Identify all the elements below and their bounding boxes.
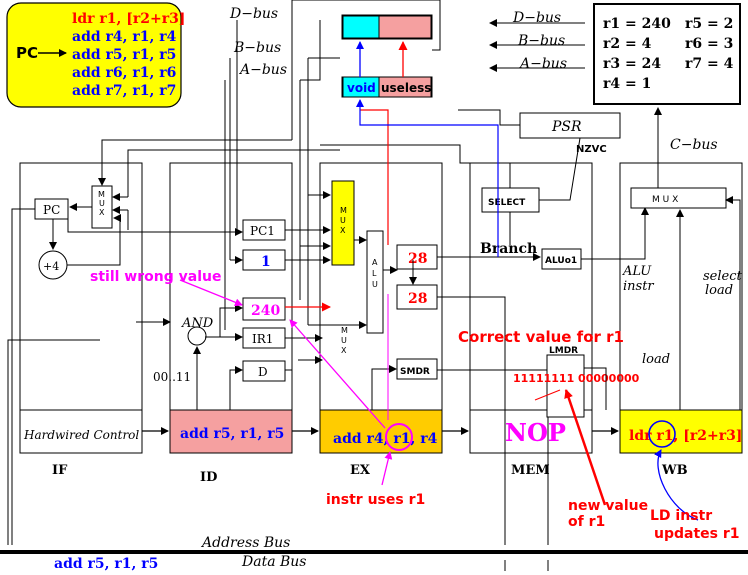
ir1-label: IR1 bbox=[252, 332, 273, 346]
alu-instr-label: ALU instr bbox=[622, 264, 655, 294]
wb-stage-label: WB bbox=[661, 463, 688, 478]
regfile-top: void useless bbox=[341, 14, 433, 98]
bus-outputs: D−bus B−bus A−bus C−bus bbox=[489, 10, 718, 153]
program-line: add r5, r1, r5 bbox=[72, 47, 176, 63]
mem-stage-internals: PSR NZVC SELECT ALUo1 Branch LMDR 111111… bbox=[320, 109, 649, 418]
bottom-instr: add r5, r1, r5 bbox=[54, 556, 158, 571]
c-bus-label: C−bus bbox=[670, 137, 718, 153]
mem-stage-label: MEM bbox=[511, 463, 550, 478]
reg-r6: r6 = 3 bbox=[685, 36, 733, 52]
correct-value-label: Correct value for r1 bbox=[458, 328, 624, 346]
d-bus-label-right: D−bus bbox=[512, 10, 561, 26]
id-instr-box bbox=[169, 409, 293, 454]
load-label: load bbox=[642, 352, 670, 367]
new-value-label: new value of r1 bbox=[568, 498, 653, 530]
const1-label: 1 bbox=[261, 254, 271, 270]
program-line: add r7, r1, r7 bbox=[72, 83, 176, 99]
void-label: void bbox=[347, 81, 376, 95]
program-line: add r4, r1, r4 bbox=[72, 29, 177, 45]
ld-instr-label: LD instr updates r1 bbox=[650, 508, 740, 542]
b-bus-label-right: B−bus bbox=[517, 33, 565, 49]
a-bus-label-right: A−bus bbox=[518, 56, 567, 72]
lmdr-label: LMDR bbox=[549, 346, 578, 356]
if-stage-label: IF bbox=[52, 463, 68, 478]
smdr-label: SMDR bbox=[400, 367, 430, 377]
data-bus-label: Data Bus bbox=[241, 554, 306, 570]
id-instr: add r5, r1, r5 bbox=[180, 426, 284, 442]
reg-r7: r7 = 4 bbox=[685, 56, 734, 72]
reg-r5: r5 = 2 bbox=[685, 16, 733, 32]
reg240-label: 240 bbox=[251, 303, 280, 319]
id-stage-internals: PC1 1 240 IR1 D AND 00..11 bbox=[153, 0, 331, 410]
reg-r4: r4 = 1 bbox=[603, 76, 651, 92]
address-bus-label: Address Bus bbox=[200, 535, 290, 551]
wb-r1-highlight bbox=[648, 420, 676, 448]
b-bus-label: B−bus bbox=[233, 40, 281, 56]
top-wiring bbox=[292, 0, 441, 81]
pc-register-label: PC bbox=[43, 203, 60, 217]
bits-label: 11111111 00000000 bbox=[513, 372, 640, 385]
d-bus-label: D−bus bbox=[229, 6, 278, 22]
id-stage-label: ID bbox=[200, 470, 217, 485]
hardwired-control-label: Hardwired Control bbox=[23, 428, 139, 442]
instr-uses-label: instr uses r1 bbox=[326, 492, 425, 508]
register-values-box: r1 = 240 r2 = 4 r3 = 24 r4 = 1 r5 = 2 r6… bbox=[593, 3, 741, 105]
select-load-label: select load bbox=[703, 269, 746, 298]
branch-label: Branch bbox=[480, 241, 537, 257]
still-wrong-label: still wrong value bbox=[90, 269, 221, 285]
useless-label: useless bbox=[381, 81, 431, 95]
d-register-label: D bbox=[258, 365, 268, 379]
wb-instr: ldr r1, [r2+r3] bbox=[629, 428, 742, 444]
psr-label: PSR bbox=[551, 119, 582, 135]
reg-r3: r3 = 24 bbox=[603, 56, 661, 72]
alu-result-28a: 28 bbox=[408, 251, 427, 267]
and-label: AND bbox=[181, 316, 214, 331]
a-bus-label: A−bus bbox=[238, 62, 287, 78]
bit-range-label: 00..11 bbox=[153, 370, 191, 384]
reg-r2: r2 = 4 bbox=[603, 36, 652, 52]
wb-instr-box bbox=[619, 409, 743, 454]
wb-stage-internals: M U X ALU instr select load load bbox=[584, 128, 746, 410]
aluo1-label: ALUo1 bbox=[545, 256, 577, 266]
mem-instr: NOP bbox=[505, 418, 566, 447]
annotation-arrows bbox=[179, 99, 699, 521]
alu-result-28b: 28 bbox=[408, 291, 427, 307]
ex-stage-label: EX bbox=[350, 463, 371, 478]
ex-r1-highlight bbox=[385, 423, 413, 451]
program-line: add r6, r1, r6 bbox=[72, 65, 176, 81]
ex-instr-box bbox=[319, 409, 443, 454]
reg-r1: r1 = 240 bbox=[603, 16, 671, 32]
plus4-label: +4 bbox=[43, 260, 59, 273]
nzvc-label: NZVC bbox=[576, 144, 607, 155]
pc1-label: PC1 bbox=[250, 224, 275, 238]
program-box: PC ldr r1, [r2+r3] add r4, r1, r4 add r5, … bbox=[6, 2, 185, 108]
pc-label: PC bbox=[16, 44, 38, 62]
program-line: ldr r1, [r2+r3] bbox=[72, 11, 185, 27]
wb-mux-label: M U X bbox=[652, 195, 678, 205]
select-label: SELECT bbox=[488, 198, 526, 208]
system-buses: Address Bus Data Bus add r5, r1, r5 bbox=[0, 535, 748, 572]
